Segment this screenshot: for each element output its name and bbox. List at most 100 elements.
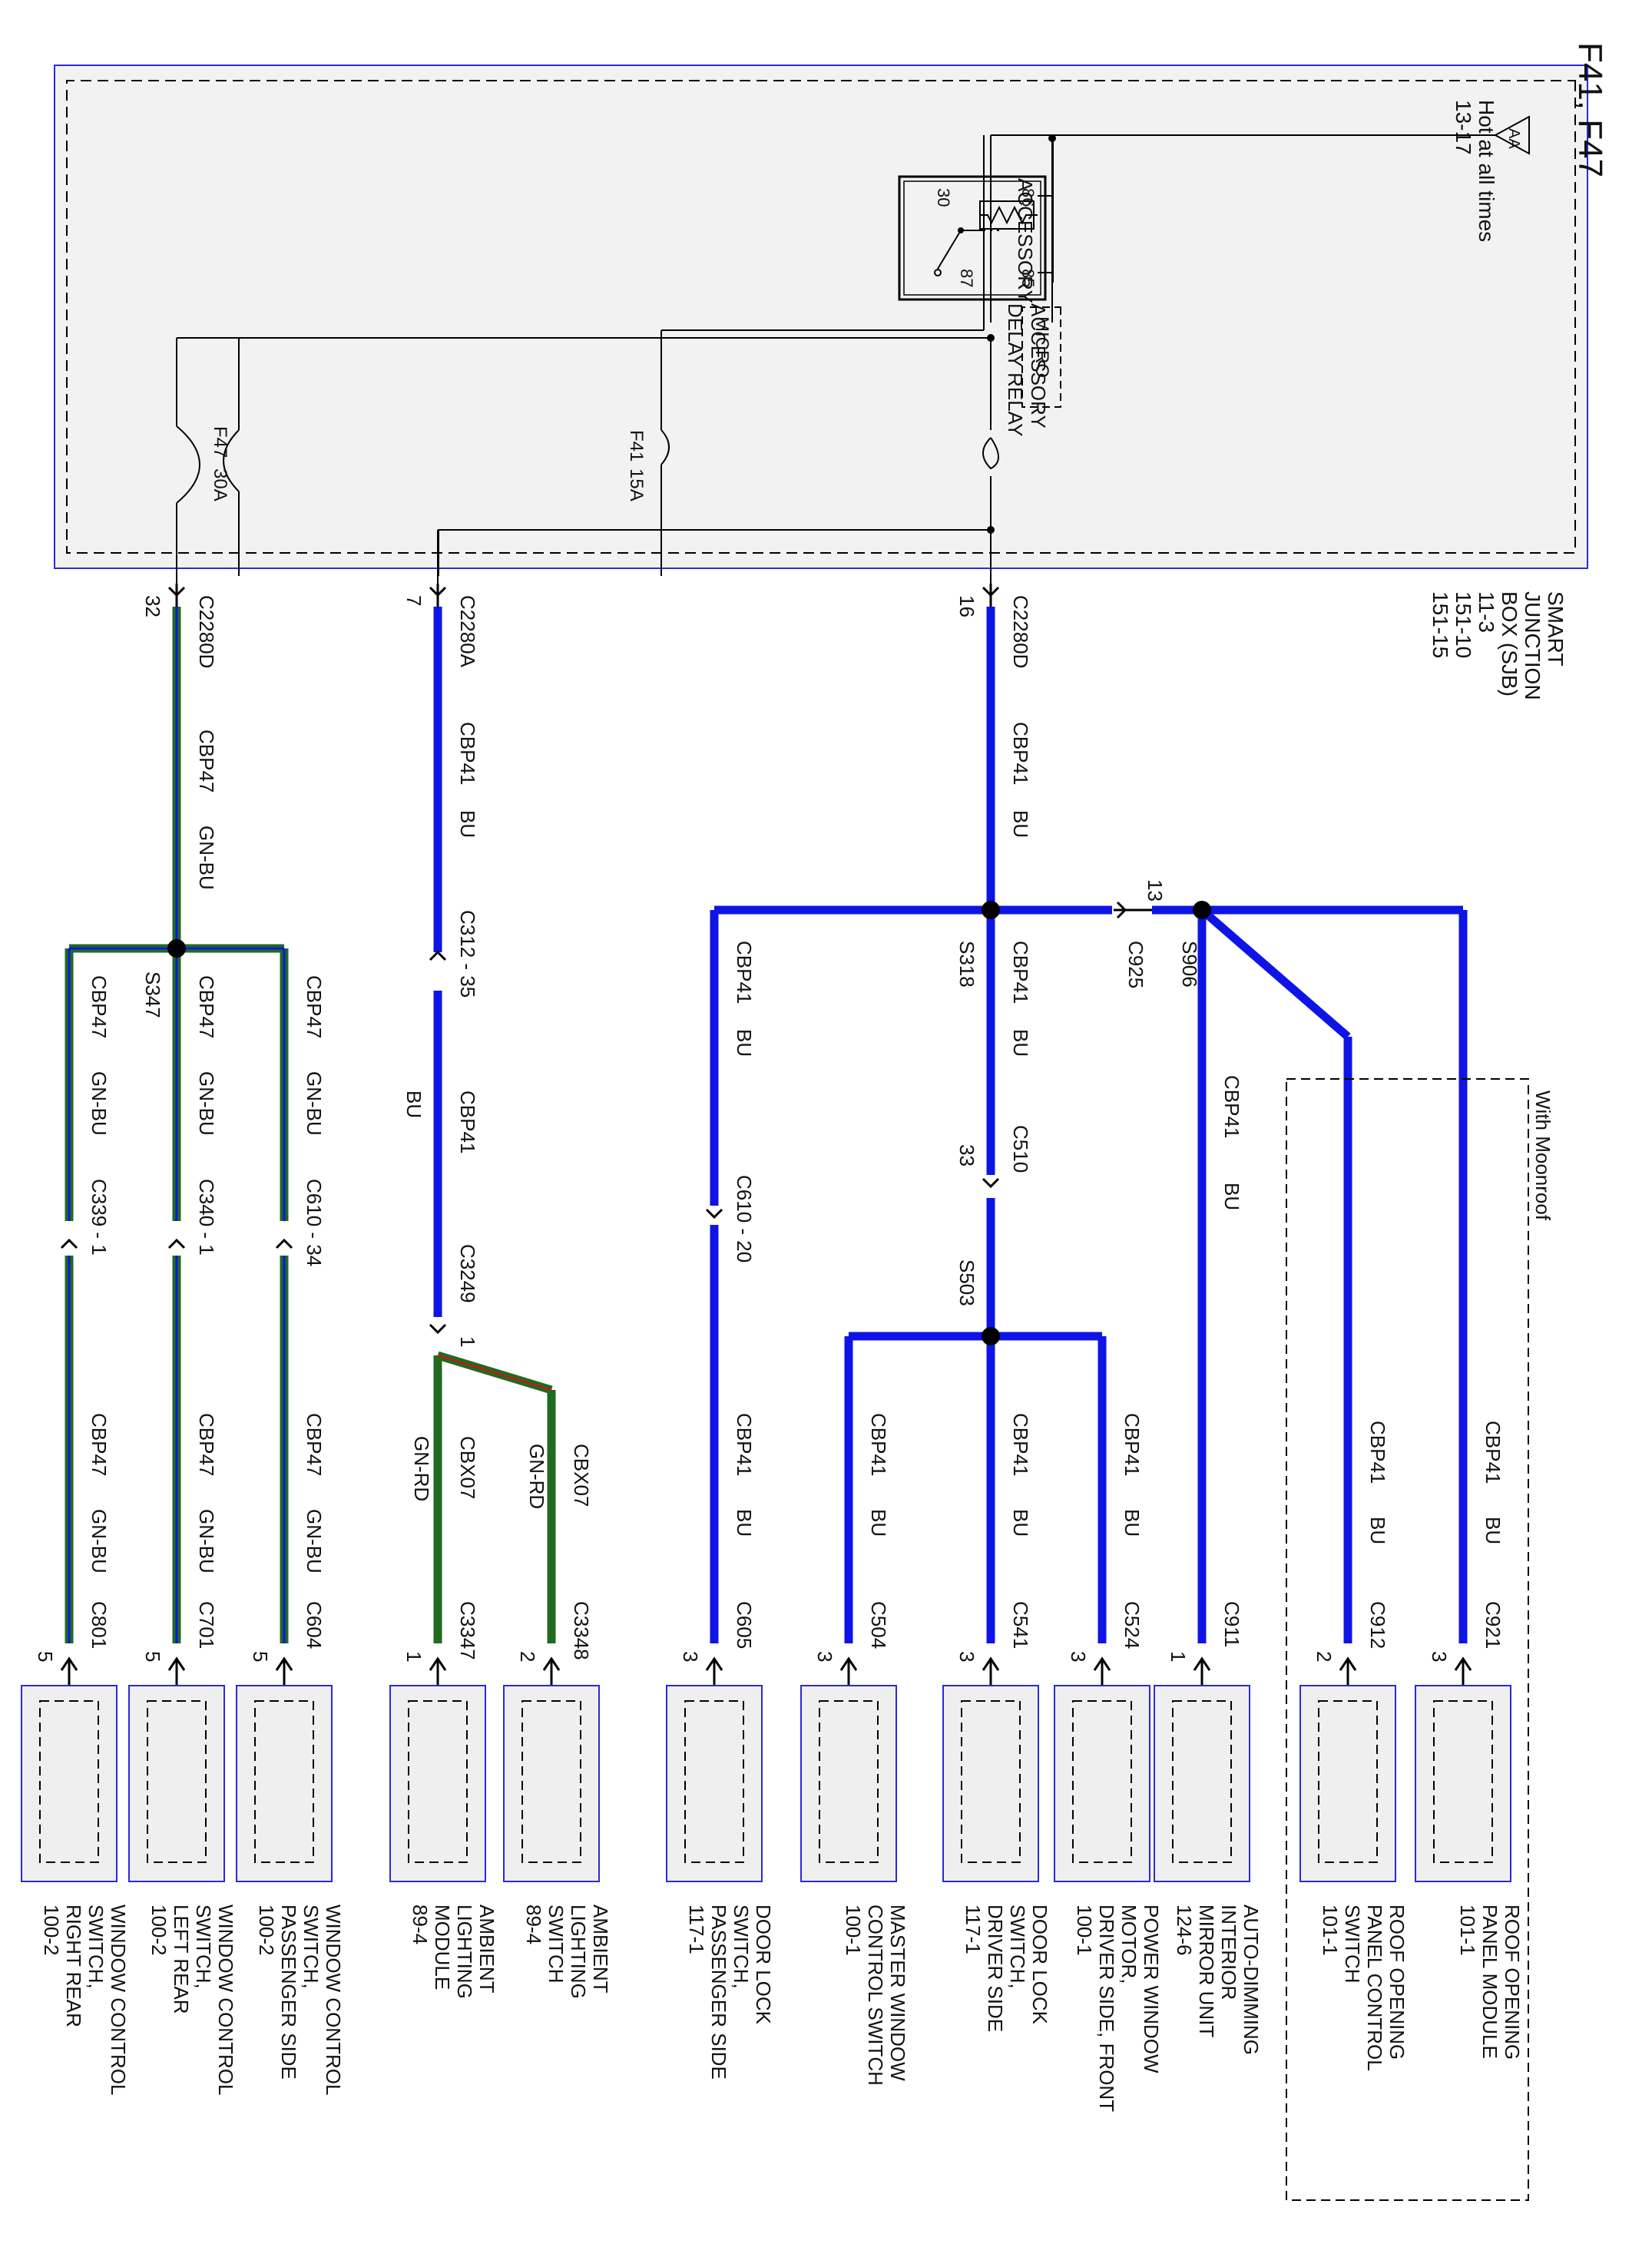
svg-text:BU: BU xyxy=(1009,1509,1032,1537)
svg-text:S906: S906 xyxy=(1178,941,1201,988)
component-name-line: 89-4 xyxy=(522,1904,545,1944)
component-box xyxy=(800,1685,897,1882)
component-box xyxy=(1415,1685,1511,1882)
svg-text:CBP47: CBP47 xyxy=(88,975,111,1038)
svg-text:BU: BU xyxy=(402,1090,425,1118)
component-inner-dashed xyxy=(1072,1700,1132,1863)
svg-text:CBP41: CBP41 xyxy=(1121,1413,1144,1476)
connector-chevron xyxy=(167,1656,186,1686)
hot-at-all-times: AA Hot at all times 13-17 xyxy=(1452,100,1530,242)
connector-chevron xyxy=(705,1656,723,1686)
sjb-outer-box xyxy=(54,65,1588,569)
connector-chevron xyxy=(1454,1656,1472,1686)
svg-text:CBX07: CBX07 xyxy=(570,1444,593,1507)
svg-text:CBP41: CBP41 xyxy=(1009,941,1032,1004)
component-name-line: 100-2 xyxy=(147,1904,170,1956)
component-name-line: SWITCH, xyxy=(730,1904,753,1989)
svg-text:11-3: 11-3 xyxy=(1475,591,1498,633)
component-name-line: 101-1 xyxy=(1319,1904,1342,1956)
component-name-line: SWITCH xyxy=(545,1904,568,1984)
component-box xyxy=(128,1685,225,1882)
f41-fuse-symbol xyxy=(982,437,999,470)
micro-dashed-box xyxy=(1021,306,1061,408)
svg-text:CBP47: CBP47 xyxy=(195,975,218,1038)
component-inner-dashed xyxy=(1172,1700,1232,1863)
wire-labels: C2280D 16 C2280A 7 C2280D 32 CBP41 BU CB… xyxy=(88,595,1554,1574)
sjb-inner-dashed xyxy=(66,80,1576,554)
svg-text:BU: BU xyxy=(1121,1509,1144,1537)
junction-dot xyxy=(987,526,995,534)
svg-text:DELAY RELAY: DELAY RELAY xyxy=(1004,303,1027,436)
svg-text:C2280D: C2280D xyxy=(195,595,218,668)
connector-pin: 3 xyxy=(1428,1651,1451,1662)
splice-s347 xyxy=(167,939,186,958)
connector-marks xyxy=(60,584,1152,1335)
component-inner-dashed xyxy=(521,1700,581,1863)
svg-text:C2280A: C2280A xyxy=(456,595,479,668)
f47-fuse: F47 30A xyxy=(210,426,240,501)
red-stripe xyxy=(437,1354,552,1392)
diagram-rotated: F41, F47 SMART JUNCTION BOX (SJB) 11-3 1… xyxy=(54,42,1609,700)
component-inner-dashed xyxy=(961,1700,1021,1863)
component-name-line: PASSENGER SIDE xyxy=(707,1904,730,2080)
svg-text:CBP41: CBP41 xyxy=(1009,1413,1032,1476)
connector-label: C801 xyxy=(88,1601,111,1649)
junction-dot xyxy=(1048,134,1056,142)
relay-coil-icon xyxy=(980,205,1038,225)
svg-text:C510: C510 xyxy=(1009,1125,1032,1173)
connector-label: C921 xyxy=(1482,1601,1505,1649)
svg-text:C925: C925 xyxy=(1124,941,1147,988)
connector-pin: 5 xyxy=(34,1651,57,1662)
component-name-line: LIGHTING xyxy=(453,1904,476,1999)
svg-text:C312 - 35: C312 - 35 xyxy=(456,910,479,998)
component-name-line: 124-6 xyxy=(1173,1904,1196,1956)
component-name-line: SWITCH, xyxy=(84,1904,108,1989)
component-name-line: SWITCH, xyxy=(192,1904,215,1989)
svg-text:CBX07: CBX07 xyxy=(456,1436,479,1499)
svg-text:C610 - 34: C610 - 34 xyxy=(303,1179,326,1266)
svg-text:BU: BU xyxy=(1482,1517,1505,1544)
svg-text:GN-BU: GN-BU xyxy=(195,1071,218,1136)
component-name-line: DRIVER SIDE xyxy=(984,1904,1007,2032)
wiring xyxy=(60,134,1529,2201)
connector-pin: 2 xyxy=(1313,1651,1336,1662)
svg-text:With Moonroof: With Moonroof xyxy=(1531,1090,1554,1221)
svg-text:C340 - 1: C340 - 1 xyxy=(195,1179,218,1256)
component-name-line: 117-1 xyxy=(962,1904,985,1954)
component-name-line: DOOR LOCK xyxy=(752,1904,775,2025)
component-box xyxy=(503,1685,600,1882)
component-name-line: PASSENGER SIDE xyxy=(277,1904,300,2080)
connector-pin: 5 xyxy=(141,1651,164,1662)
component-name-line: LEFT REAR xyxy=(170,1904,193,2014)
svg-text:30: 30 xyxy=(934,188,953,207)
accessory-delay-relay: ACCESSORY 30 86 85 87 xyxy=(898,175,1047,303)
component-name-line: INTERIOR xyxy=(1217,1904,1240,2000)
svg-text:CBP41: CBP41 xyxy=(1009,722,1032,785)
component-name-line: SWITCH xyxy=(1341,1904,1364,1984)
f47-fuse-symbol xyxy=(176,425,200,504)
relay-title: ACCESSORY DELAY RELAY xyxy=(1004,303,1050,436)
component-name-line: 101-1 xyxy=(1456,1904,1479,1956)
connector-chevron xyxy=(275,1656,293,1686)
power-source-triangle xyxy=(1493,115,1530,155)
component-name-line: 100-2 xyxy=(255,1904,278,1956)
svg-text:151-10: 151-10 xyxy=(1452,591,1475,658)
connector-label: C3347 xyxy=(456,1601,479,1660)
component-name-line: AUTO-DIMMING xyxy=(1240,1904,1263,2055)
svg-text:F41: F41 xyxy=(626,430,647,462)
svg-text:13-17: 13-17 xyxy=(1452,100,1475,155)
connector-chevron xyxy=(839,1656,858,1686)
svg-text:BU: BU xyxy=(456,810,479,838)
green-stripe xyxy=(68,607,286,1643)
svg-text:ACCESSORY: ACCESSORY xyxy=(1014,178,1037,303)
svg-text:GN-BU: GN-BU xyxy=(88,1509,111,1574)
component-name-line: MASTER WINDOW xyxy=(886,1904,909,2081)
svg-text:CBP41: CBP41 xyxy=(867,1413,890,1476)
svg-text:1: 1 xyxy=(456,1336,479,1347)
